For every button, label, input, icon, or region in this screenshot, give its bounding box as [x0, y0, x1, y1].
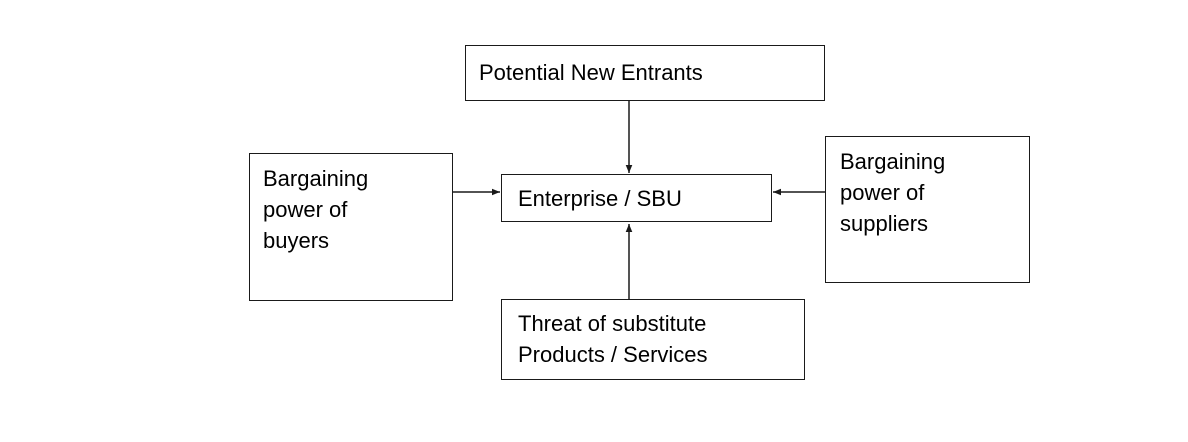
node-potential-new-entrants: Potential New Entrants	[465, 45, 825, 101]
node-threat-of-substitutes: Threat of substitute Products / Services	[501, 299, 805, 380]
node-bargaining-power-of-suppliers: Bargaining power of suppliers	[825, 136, 1030, 283]
node-bargaining-power-of-buyers: Bargaining power of buyers	[249, 153, 453, 301]
node-enterprise-sbu: Enterprise / SBU	[501, 174, 772, 222]
